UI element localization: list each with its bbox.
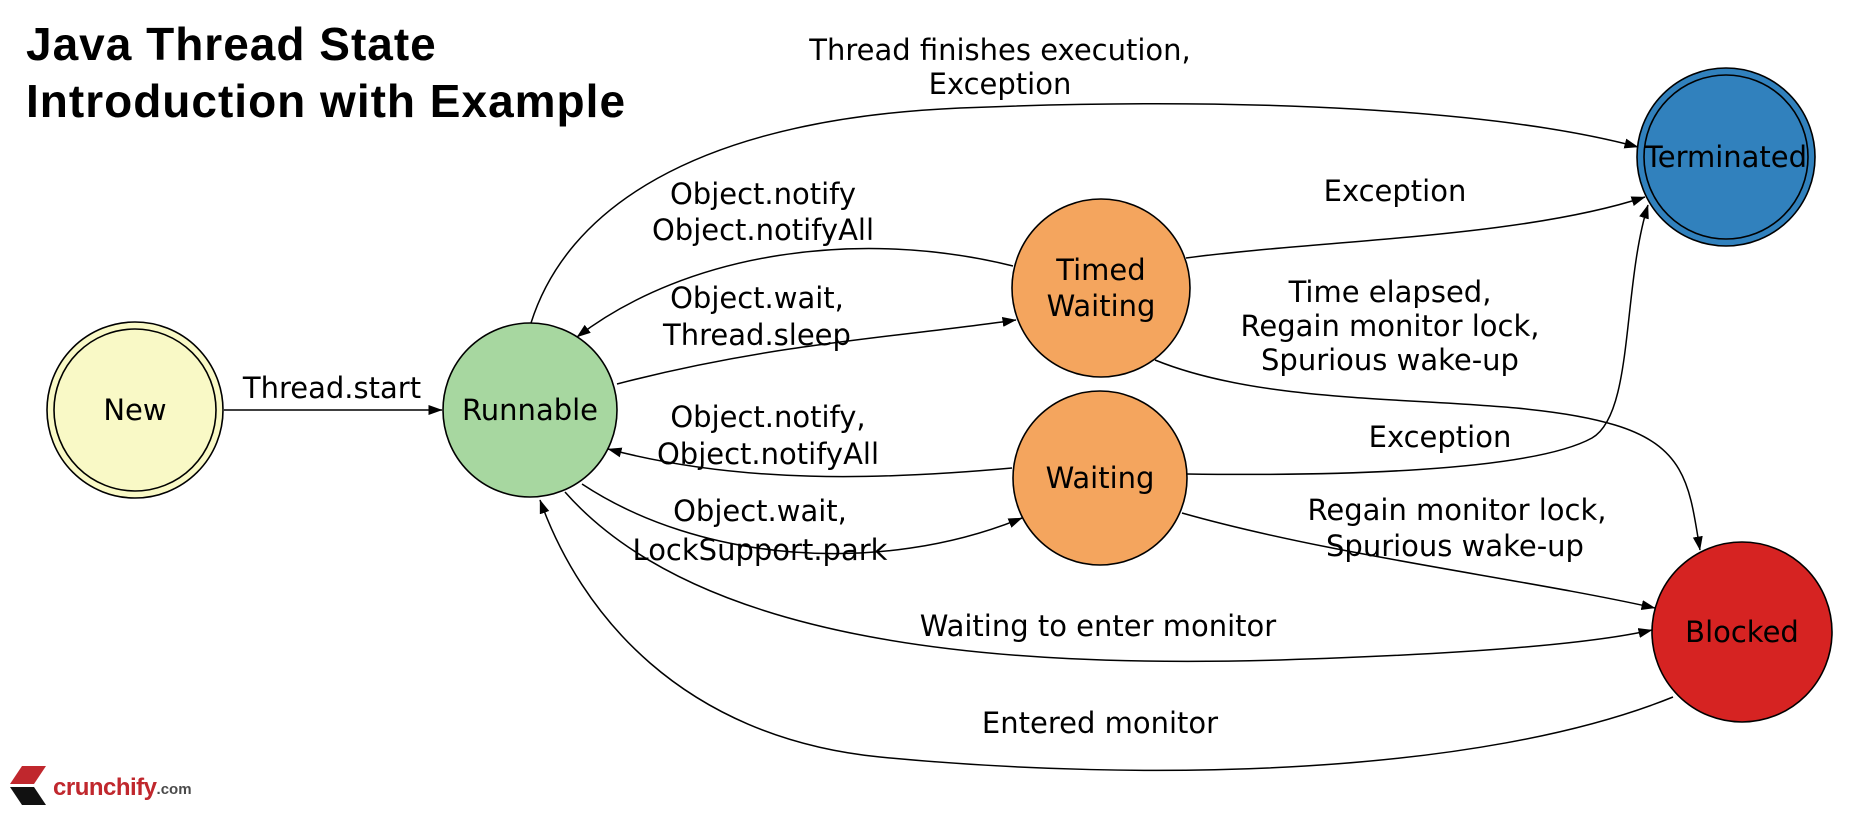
label-time-elapsed-line3: Spurious wake-up xyxy=(1261,343,1519,377)
label-notify-waiting-line2: Object.notifyAll xyxy=(657,437,879,471)
edges xyxy=(224,103,1703,772)
state-new-inner-circle xyxy=(53,328,217,492)
edge-waiting-to-terminated xyxy=(1186,204,1649,476)
edge-timedwaiting-to-blocked xyxy=(1154,359,1703,551)
state-terminated-label: Terminated xyxy=(1644,140,1807,174)
label-finish-line2: Exception xyxy=(929,67,1072,101)
label-wait-park-line2: LockSupport.park xyxy=(633,533,888,567)
edge-waiting-to-runnable xyxy=(607,447,1013,478)
edge-labels: Thread.start Thread finishes execution, … xyxy=(242,33,1607,740)
label-notify-timed-line2: Object.notifyAll xyxy=(652,213,874,247)
state-timed-waiting: Timed Waiting xyxy=(1011,198,1191,378)
edge-runnable-to-timedwaiting xyxy=(616,316,1017,385)
state-timed-waiting-label-line2: Waiting xyxy=(1047,289,1156,323)
edge-timedwaiting-to-terminated xyxy=(1185,196,1646,259)
title-line-2: Introduction with Example xyxy=(26,75,626,127)
edge-runnable-to-terminated xyxy=(530,103,1639,324)
state-blocked-circle xyxy=(1651,541,1833,723)
label-wait-park-line1: Object.wait, xyxy=(673,494,847,528)
state-terminated-outer-circle xyxy=(1636,67,1816,247)
logo-chevron-black xyxy=(10,787,46,805)
state-waiting-circle xyxy=(1012,390,1188,566)
state-terminated-inner-circle xyxy=(1643,74,1809,240)
state-runnable: Runnable xyxy=(442,322,618,498)
label-thread-start: Thread.start xyxy=(242,371,421,405)
label-waiting-monitor: Waiting to enter monitor xyxy=(920,609,1277,643)
edge-waiting-to-blocked xyxy=(1181,512,1656,610)
label-regain-lock-line2: Spurious wake-up xyxy=(1326,529,1584,563)
state-terminated: Terminated xyxy=(1636,67,1816,247)
states: New Runnable Timed Waiting Waiting Termi… xyxy=(46,67,1833,723)
edge-blocked-to-runnable xyxy=(539,499,1674,772)
state-runnable-label: Runnable xyxy=(462,393,598,427)
state-new-label: New xyxy=(103,393,166,427)
label-regain-lock-line1: Regain monitor lock, xyxy=(1308,493,1607,527)
state-new: New xyxy=(46,321,224,499)
state-blocked: Blocked xyxy=(1651,541,1833,723)
state-runnable-circle xyxy=(442,322,618,498)
label-wait-sleep-line2: Thread.sleep xyxy=(662,318,851,352)
state-new-outer-circle xyxy=(46,321,224,499)
page-title: Java Thread State Introduction with Exam… xyxy=(26,18,626,127)
label-waiting-exception: Exception xyxy=(1369,420,1512,454)
state-timed-waiting-circle xyxy=(1011,198,1191,378)
label-wait-sleep-line1: Object.wait, xyxy=(670,281,844,315)
state-waiting: Waiting xyxy=(1012,390,1188,566)
logo-chevron-red xyxy=(10,766,46,784)
label-notify-waiting-line1: Object.notify, xyxy=(670,400,865,434)
label-entered-monitor: Entered monitor xyxy=(982,706,1218,740)
state-timed-waiting-label-line1: Timed xyxy=(1055,253,1145,287)
logo-suffix-text: .com xyxy=(157,781,192,798)
label-notify-timed-line1: Object.notify xyxy=(670,177,856,211)
edge-runnable-to-blocked xyxy=(564,491,1653,663)
label-time-elapsed-line2: Regain monitor lock, xyxy=(1241,309,1540,343)
title-line-1: Java Thread State xyxy=(26,18,437,70)
state-blocked-label: Blocked xyxy=(1685,615,1799,649)
label-time-elapsed-line1: Time elapsed, xyxy=(1288,275,1492,309)
label-timed-exception: Exception xyxy=(1324,174,1467,208)
label-finish-line1: Thread finishes execution, xyxy=(808,33,1191,67)
edge-runnable-to-waiting xyxy=(581,483,1023,555)
logo-brand-text: crunchify xyxy=(53,774,158,801)
crunchify-logo: crunchify.com xyxy=(10,766,192,805)
logo-wordmark: crunchify.com xyxy=(53,774,192,801)
edge-timedwaiting-to-runnable xyxy=(576,247,1014,338)
state-waiting-label: Waiting xyxy=(1046,461,1155,495)
